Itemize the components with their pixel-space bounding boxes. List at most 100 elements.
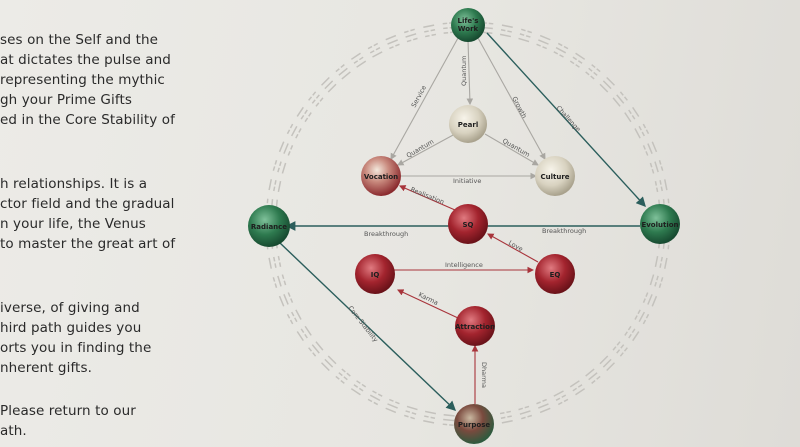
text-line: gh your Prime Gifts bbox=[0, 92, 132, 108]
hexagram-icon: ☲ bbox=[651, 254, 671, 271]
edge-love bbox=[487, 233, 539, 263]
edge-service bbox=[390, 37, 459, 160]
hexagram-icon: ☳ bbox=[516, 25, 534, 46]
hexagram-icon: ☲ bbox=[421, 407, 438, 427]
node-eq: EQ bbox=[535, 254, 575, 294]
hexagram-icon: ☴ bbox=[383, 32, 402, 54]
hexagram-icon: ☵ bbox=[516, 402, 534, 423]
text-line: ses on the Self and the bbox=[0, 32, 159, 48]
hexagram-icon: ☱ bbox=[305, 338, 327, 360]
hexagram-icon: ☶ bbox=[620, 323, 642, 344]
hexagram-icon: ☶ bbox=[567, 49, 588, 71]
text-line: n your life, the Venus bbox=[0, 216, 146, 232]
hexagram-icon: ☴ bbox=[534, 395, 553, 417]
hexagram-icon: ☱ bbox=[609, 88, 631, 110]
hexagram-icon: ☳ bbox=[646, 272, 667, 290]
hexagram-icon: ☰ bbox=[318, 352, 340, 374]
node-purpose: Purpose bbox=[454, 404, 494, 444]
hexagram-icon: ☴ bbox=[276, 290, 298, 309]
hexagram-icon: ☳ bbox=[284, 306, 306, 326]
node-vocation: Vocation bbox=[361, 156, 401, 196]
hexagram-icon: ☱ bbox=[441, 410, 456, 429]
node-lifes-work: Life's Work bbox=[451, 8, 485, 42]
svg-text:Life's: Life's bbox=[458, 17, 479, 25]
hexagram-icon: ☴ bbox=[639, 290, 661, 309]
hexagram-icon: ☷ bbox=[332, 365, 354, 387]
svg-text:Attraction: Attraction bbox=[455, 323, 495, 331]
edge-quantum-right bbox=[484, 133, 539, 166]
edge-label-initiative: Initiative bbox=[453, 177, 481, 185]
hexagram-icon: ☲ bbox=[567, 376, 588, 398]
edge-challenge bbox=[486, 32, 646, 208]
hexagram-icon: ☳ bbox=[402, 402, 420, 423]
edge-label-breakthrough-right: Breakthrough bbox=[542, 227, 586, 235]
text-line: ath. bbox=[0, 423, 27, 439]
node-attraction: Attraction bbox=[455, 306, 495, 346]
text-line: at dictates the pulse and bbox=[0, 52, 171, 68]
edge-label-challenge: Challenge bbox=[555, 104, 583, 134]
hexagram-icon: ☵ bbox=[550, 40, 570, 62]
hexagram-icon: ☷ bbox=[582, 61, 604, 83]
text-line: hird path guides you bbox=[0, 320, 142, 336]
edge-label-quantum-left: Quantum bbox=[405, 138, 435, 160]
hexagram-icon: ☴ bbox=[639, 139, 661, 158]
hexagram-icon: ☱ bbox=[332, 61, 354, 83]
hexagram-icon: ☵ bbox=[646, 158, 667, 176]
hexagram-icon: ☴ bbox=[383, 395, 402, 417]
hexagram-icon: ☳ bbox=[630, 121, 652, 141]
hexagram-icon: ☰ bbox=[318, 74, 340, 96]
text-line: representing the mythic bbox=[0, 72, 165, 88]
hexagram-icon: ☲ bbox=[348, 49, 369, 71]
hexagram-icon: ☵ bbox=[284, 121, 306, 141]
edge-label-core-stability: Core Stability bbox=[346, 304, 379, 343]
hexagram-icon: ☳ bbox=[269, 158, 290, 176]
edge-quantum-top bbox=[466, 39, 474, 106]
svg-text:EQ: EQ bbox=[550, 271, 561, 279]
node-radiance: Radiance bbox=[248, 205, 290, 247]
svg-text:Pearl: Pearl bbox=[458, 121, 478, 129]
edge-label-dharma: Dharma bbox=[480, 362, 488, 388]
edge-label-quantum-top: Quantum bbox=[460, 56, 468, 86]
hexagram-icon: ☳ bbox=[550, 386, 570, 408]
svg-text:Vocation: Vocation bbox=[364, 173, 398, 181]
node-iq: IQ bbox=[355, 254, 395, 294]
node-sq: SQ bbox=[448, 204, 488, 244]
edge-growth bbox=[477, 37, 546, 160]
text-line: iverse, of giving and bbox=[0, 300, 140, 316]
hexagram-icon: ☰ bbox=[596, 74, 618, 96]
svg-text:SQ: SQ bbox=[463, 221, 474, 229]
node-pearl: Pearl bbox=[449, 105, 487, 143]
hexagram-icon: ☶ bbox=[265, 254, 285, 271]
edge-label-love: Love bbox=[507, 239, 524, 254]
hexagram-icon: ☶ bbox=[498, 407, 515, 427]
body-text-column: ses on the Self and the at dictates the … bbox=[0, 0, 250, 447]
svg-text:Radiance: Radiance bbox=[251, 223, 287, 231]
hexagram-icon: ☲ bbox=[620, 104, 642, 125]
hexagram-icon: ☵ bbox=[365, 386, 385, 408]
hexagram-icon: ☶ bbox=[348, 376, 369, 398]
hexagram-icon: ☴ bbox=[534, 32, 553, 54]
text-line: to master the great art of bbox=[0, 236, 176, 252]
svg-text:IQ: IQ bbox=[371, 271, 380, 279]
text-line: ctor field and the gradual bbox=[0, 196, 175, 212]
svg-text:Purpose: Purpose bbox=[458, 421, 491, 429]
edge-label-breakthrough-left: Breakthrough bbox=[364, 230, 408, 238]
hexagram-icon: ☶ bbox=[421, 21, 438, 41]
edge-label-quantum-right: Quantum bbox=[501, 137, 531, 159]
hexagram-icon: ☵ bbox=[402, 25, 420, 46]
hexagram-icon: ☶ bbox=[651, 177, 671, 194]
edge-realisation bbox=[398, 185, 456, 211]
edge-label-growth: Growth bbox=[510, 95, 528, 120]
svg-text:Culture: Culture bbox=[540, 173, 569, 181]
text-line: h relationships. It is a bbox=[0, 176, 148, 192]
hexagram-icon: ☴ bbox=[276, 139, 298, 158]
hexagram-icon: ☵ bbox=[630, 306, 652, 326]
svg-text:Work: Work bbox=[458, 25, 479, 33]
edge-karma bbox=[397, 289, 459, 319]
hexagram-icon: ☳ bbox=[365, 40, 385, 62]
edge-label-realisation: Realisation bbox=[409, 185, 445, 206]
edge-label-intelligence: Intelligence bbox=[445, 261, 483, 269]
hexagram-icon: ☲ bbox=[498, 21, 515, 41]
